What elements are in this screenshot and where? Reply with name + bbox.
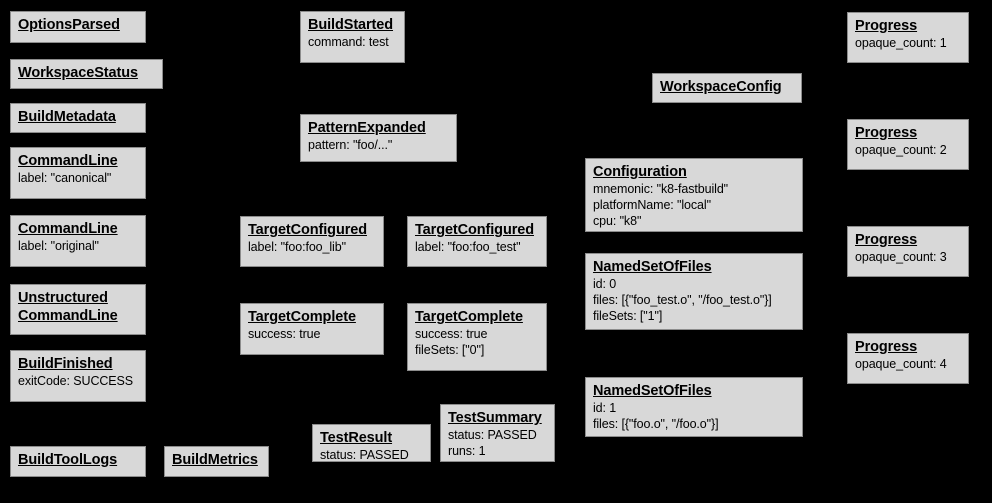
node-field: status: PASSED — [320, 448, 409, 462]
node-title: CommandLine — [18, 153, 118, 169]
node-progress-2[interactable]: Progress opaque_count: 2 — [847, 119, 969, 170]
node-field: command: test — [308, 35, 389, 49]
node-title: BuildToolLogs — [18, 452, 118, 468]
node-title: NamedSetOfFiles — [593, 383, 712, 399]
node-unstructured-command-line[interactable]: Unstructured CommandLine — [10, 284, 146, 335]
node-field: label: "foo:foo_lib" — [248, 240, 346, 254]
node-target-complete-lib[interactable]: TargetComplete success: true — [240, 303, 384, 355]
node-workspace-config[interactable]: WorkspaceConfig — [652, 73, 802, 103]
node-title: OptionsParsed — [18, 17, 120, 33]
node-field: platformName: "local" — [593, 198, 711, 212]
node-field: label: "canonical" — [18, 171, 112, 185]
node-progress-1[interactable]: Progress opaque_count: 1 — [847, 12, 969, 63]
node-named-set-of-files-1[interactable]: NamedSetOfFiles id: 1 files: [{"foo.o", "/… — [585, 377, 803, 437]
node-field: exitCode: SUCCESS — [18, 374, 134, 388]
node-field: opaque_count: 3 — [855, 250, 947, 264]
node-field: label: "foo:foo_test" — [415, 240, 521, 254]
node-title: TestResult — [320, 430, 393, 446]
node-title: Configuration — [593, 164, 687, 180]
node-title: Progress — [855, 232, 918, 248]
node-command-line-canonical[interactable]: CommandLine label: "canonical" — [10, 147, 146, 199]
node-field: cpu: "k8" — [593, 214, 642, 228]
node-pattern-expanded[interactable]: PatternExpanded pattern: "foo/..." — [300, 114, 457, 162]
node-field: mnemonic: "k8-fastbuild" — [593, 182, 729, 196]
node-command-line-original[interactable]: CommandLine label: "original" — [10, 215, 146, 267]
node-build-metadata[interactable]: BuildMetadata — [10, 103, 146, 133]
node-field: label: "original" — [18, 239, 99, 253]
node-title: TargetComplete — [248, 309, 356, 325]
node-build-metrics[interactable]: BuildMetrics — [164, 446, 269, 477]
node-title: Unstructured CommandLine — [18, 290, 118, 324]
node-test-result[interactable]: TestResult status: PASSED — [312, 424, 431, 462]
node-workspace-status[interactable]: WorkspaceStatus — [10, 59, 163, 89]
node-target-configured-foo-lib[interactable]: TargetConfigured label: "foo:foo_lib" — [240, 216, 384, 267]
node-field: fileSets: ["1"] — [593, 309, 663, 323]
node-configuration[interactable]: Configuration mnemonic: "k8-fastbuild" pla… — [585, 158, 803, 232]
node-title: TargetConfigured — [248, 222, 367, 238]
node-progress-4[interactable]: Progress opaque_count: 4 — [847, 333, 969, 384]
node-title: TargetConfigured — [415, 222, 534, 238]
node-title: Progress — [855, 125, 918, 141]
node-build-tool-logs[interactable]: BuildToolLogs — [10, 446, 146, 477]
node-field: files: [{"foo.o", "/foo.o"}] — [593, 417, 719, 431]
node-field: status: PASSED — [448, 428, 537, 442]
node-title: TargetComplete — [415, 309, 523, 325]
node-field: fileSets: ["0"] — [415, 343, 485, 357]
node-title: Progress — [855, 339, 918, 355]
node-field: opaque_count: 4 — [855, 357, 947, 371]
node-title: BuildStarted — [308, 17, 394, 33]
node-title: NamedSetOfFiles — [593, 259, 712, 275]
node-title: PatternExpanded — [308, 120, 426, 136]
node-title: BuildFinished — [18, 356, 113, 372]
node-title: BuildMetadata — [18, 109, 116, 125]
node-title: CommandLine — [18, 221, 118, 237]
node-field: pattern: "foo/..." — [308, 138, 393, 152]
node-title: TestSummary — [448, 410, 542, 426]
node-test-summary[interactable]: TestSummary status: PASSED runs: 1 — [440, 404, 555, 462]
node-named-set-of-files-0[interactable]: NamedSetOfFiles id: 0 files: [{"foo_test.o… — [585, 253, 803, 330]
node-field: files: [{"foo_test.o", "/foo_test.o"}] — [593, 293, 772, 307]
node-title: Progress — [855, 18, 918, 34]
node-build-finished[interactable]: BuildFinished exitCode: SUCCESS — [10, 350, 146, 402]
node-field: success: true — [415, 327, 488, 341]
node-field: opaque_count: 2 — [855, 143, 947, 157]
node-title: WorkspaceStatus — [18, 65, 138, 81]
node-field: success: true — [248, 327, 321, 341]
node-title: BuildMetrics — [172, 452, 258, 468]
node-title: WorkspaceConfig — [660, 79, 782, 95]
node-target-configured-foo-test[interactable]: TargetConfigured label: "foo:foo_test" — [407, 216, 547, 267]
node-field: runs: 1 — [448, 444, 486, 458]
node-field: id: 0 — [593, 277, 617, 291]
node-field: id: 1 — [593, 401, 617, 415]
node-target-complete-test[interactable]: TargetComplete success: true fileSets: ["0… — [407, 303, 547, 371]
node-field: opaque_count: 1 — [855, 36, 947, 50]
node-progress-3[interactable]: Progress opaque_count: 3 — [847, 226, 969, 277]
node-build-started[interactable]: BuildStarted command: test — [300, 11, 405, 63]
node-options-parsed[interactable]: OptionsParsed — [10, 11, 146, 43]
